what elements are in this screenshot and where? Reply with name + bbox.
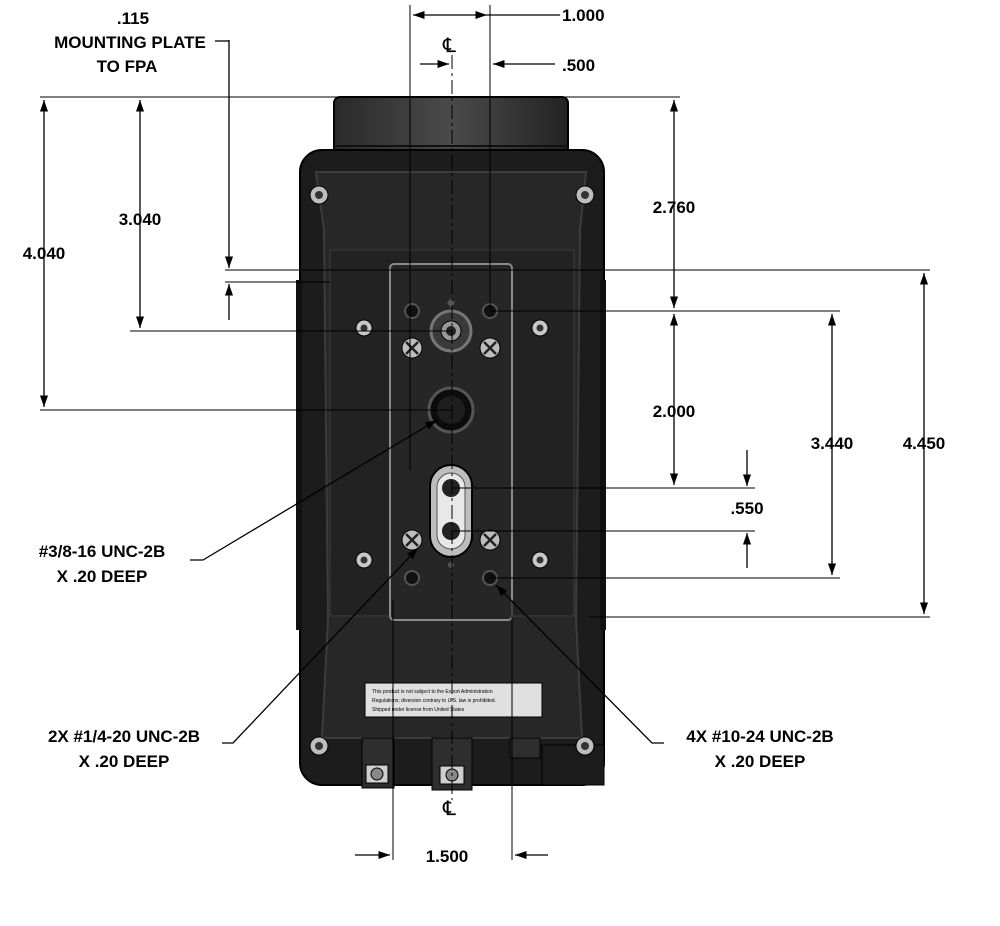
callout-1-4-20-line1: 2X #1/4-20 UNC-2B [48,727,200,746]
extension-lines [40,5,930,860]
dim-3440: 3.440 [811,434,854,453]
callout-3-8-16-line2: X .20 DEEP [57,567,148,586]
dim-3040: 3.040 [119,210,162,229]
callout-10-24-line2: X .20 DEEP [715,752,806,771]
dim-mounting-plate-label: MOUNTING PLATE [54,33,206,52]
dimension-labels: .115 MOUNTING PLATE TO FPA 1.000 .500 4.… [23,6,946,866]
label-line-1: This product is not subject to the Expor… [372,689,493,695]
centerline-symbol-top: ℄ [442,33,456,57]
dim-115: .115 [117,9,149,28]
label-line-2: Regulations; diversion contrary to U.S. … [372,698,496,704]
dim-2000: 2.000 [653,402,696,421]
threaded-hole-10-24-icon [404,303,498,586]
corner-screw-icon [309,185,595,756]
dim-550: .550 [730,499,763,518]
dimension-lines [39,10,929,860]
hole-callouts: #3/8-16 UNC-2B X .20 DEEP 2X #1/4-20 UNC… [39,542,834,771]
label-line-3: Shipped under license from United States [372,707,465,713]
dim-4450: 4.450 [903,434,946,453]
warning-label-plate: This product is not subject to the Expor… [364,682,543,718]
camera-body: This product is not subject to the Expor… [296,96,606,791]
callout-10-24-line1: 4X #10-24 UNC-2B [686,727,833,746]
callout-3-8-16-line1: #3/8-16 UNC-2B [39,542,166,561]
dim-500: .500 [562,56,595,75]
dim-1000: 1.000 [562,6,605,25]
callout-1-4-20-line2: X .20 DEEP [79,752,170,771]
callout-leaders [190,419,664,744]
dim-2760: 2.760 [653,198,696,217]
dim-to-fpa-label: TO FPA [97,57,158,76]
dim-1500: 1.500 [426,847,469,866]
dim-4040: 4.040 [23,244,66,263]
side-screw-icon [355,319,549,569]
centerline-symbol-bottom: ℄ [442,796,456,820]
